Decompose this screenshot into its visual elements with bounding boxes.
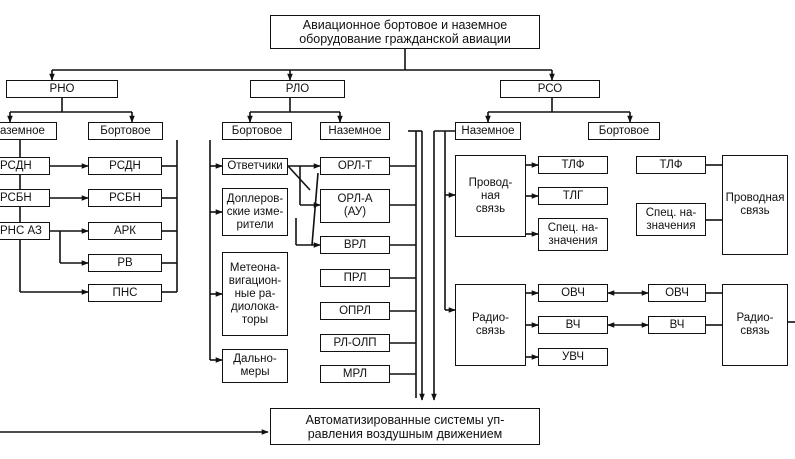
rlo-ground-item: ВРЛ (320, 236, 390, 254)
rso-ground-radio-item: УВЧ (538, 348, 608, 366)
rno-node: РНО (6, 80, 118, 98)
rso-board-radio-item: ОВЧ (648, 284, 706, 302)
rlo-ground-item: ОПРЛ (320, 302, 390, 320)
rno-ground-item: РСДН (0, 157, 50, 175)
rso-ground-wired-item: ТЛФ (538, 156, 608, 174)
rno-board-item: РСДН (88, 157, 162, 175)
rso-board-radio-node: Радио- связь (722, 284, 788, 366)
rlo-board-item: Метеона- вигацион- ные ра- диолока- торы (222, 252, 288, 336)
rso-board-wired-node: Проводная связь (722, 155, 788, 255)
rlo-node: РЛО (250, 80, 345, 98)
rso-ground-wired-item: ТЛГ (538, 187, 608, 205)
rlo-board-node: Бортовое (222, 122, 292, 140)
rno-board-item: РСБН (88, 189, 162, 207)
rso-node: РСО (500, 80, 600, 98)
rlo-ground-item: МРЛ (320, 365, 390, 383)
rso-board-radio-item: ВЧ (648, 316, 706, 334)
rlo-ground-node: Наземное (320, 122, 390, 140)
rlo-ground-item: ПРЛ (320, 269, 390, 287)
rno-ground-node: аземное (0, 122, 57, 140)
rlo-ground-item: РЛ-ОЛП (320, 334, 390, 352)
rno-ground-item: РНС АЗ (0, 222, 50, 240)
rno-board-item: ПНС (88, 284, 162, 302)
rlo-ground-item: ОРЛ-А (АУ) (320, 189, 390, 223)
rno-board-item: АРК (88, 222, 162, 240)
root-node: Авиационное бортовое и наземное оборудов… (270, 15, 540, 49)
atc-node: Автоматизированные системы уп- равления … (270, 408, 540, 445)
rso-board-wired-item: ТЛФ (636, 156, 706, 174)
rso-ground-radio-item: ОВЧ (538, 284, 608, 302)
rso-ground-radio-node: Радио- связь (455, 284, 526, 366)
rlo-ground-item: ОРЛ-Т (320, 157, 390, 175)
rno-board-node: Бортовое (88, 122, 163, 140)
rlo-board-item: Доплеров- ские изме- рители (222, 188, 288, 236)
rso-board-node: Бортовое (588, 122, 660, 140)
rso-ground-node: Наземное (455, 122, 521, 140)
rso-ground-wired-item: Спец. на- значения (538, 218, 608, 251)
rlo-board-item: Дально- меры (222, 349, 288, 383)
rso-ground-radio-item: ВЧ (538, 316, 608, 334)
rno-board-item: РВ (88, 254, 162, 272)
rso-ground-wired-node: Провод- ная связь (455, 155, 526, 237)
rno-ground-item: РСБН (0, 189, 50, 207)
rso-board-wired-item: Спец. на- значения (636, 203, 706, 236)
rlo-board-item: Ответчики (222, 158, 288, 175)
